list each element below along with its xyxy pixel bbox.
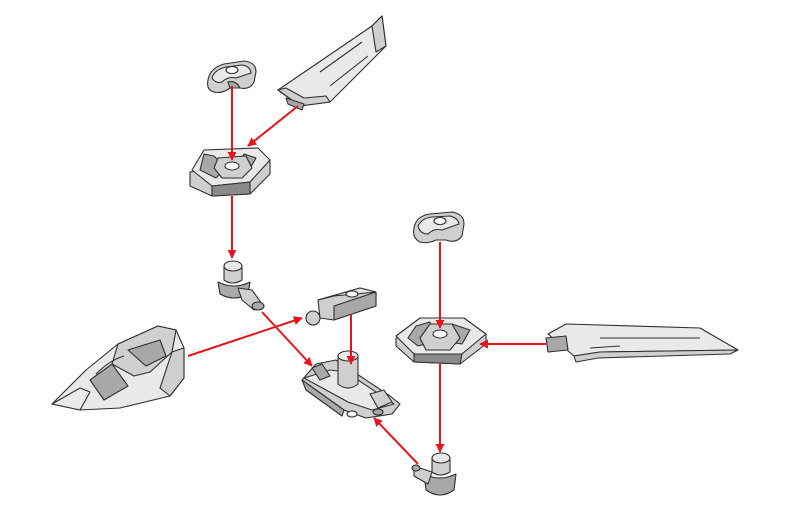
peg-upper [217,260,265,311]
arrow-peg-lower-to-frame [373,417,419,465]
arrow-wing-upper-to-plate [247,105,299,147]
wing-upper [277,15,387,111]
peg-lower [411,452,457,496]
assembly-arrows [187,86,546,465]
nose-cone [51,325,185,411]
frame-center [301,350,401,419]
cap-upper [207,60,257,94]
wing-right [545,323,739,363]
mount-plate-right [395,317,487,365]
mount-plate-upper [189,147,271,197]
cap-right [413,211,465,244]
arrow-nose-to-connector [187,316,303,357]
connector-block [305,287,377,326]
arrow-peg-upper-to-frame [261,311,313,367]
